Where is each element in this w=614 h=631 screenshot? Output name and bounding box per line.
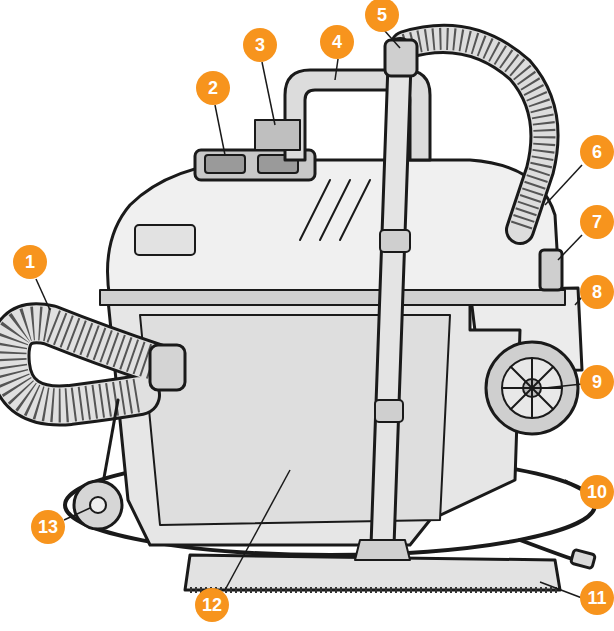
hose [10,323,161,405]
hose-inlet [150,345,185,390]
callout-number-text: 11 [587,589,606,607]
callout-number-text: 6 [592,143,602,161]
callout-number: 2 [196,71,230,105]
callout-number-text: 13 [38,518,58,536]
power-cord [520,540,575,560]
callout-number-text: 10 [587,483,607,501]
extension-wand [382,50,400,560]
leader-line [384,30,400,48]
label-plate [135,225,195,255]
callout-number: 5 [365,0,399,32]
cord-hook [540,250,562,290]
hose-cuff [385,40,417,76]
callout-number-text: 2 [208,79,218,97]
vent-slots [300,180,370,240]
callout-number: 7 [580,205,614,239]
tank [108,300,520,545]
hose-ribs [10,323,161,405]
drain-cap-center [90,497,106,513]
callout-number: 6 [580,135,614,169]
tank-front [140,315,450,525]
blower-port [255,120,300,150]
nozzle-neck [355,540,410,560]
leader-line [335,59,338,80]
leader-line [558,235,582,260]
head-rim [100,290,565,305]
leader-line [64,508,90,520]
callout-number-text: 9 [592,373,602,391]
nozzle-brush [190,587,560,593]
leader-lines [36,30,582,598]
callout-number: 8 [580,275,614,309]
wand-joint [375,400,403,422]
hose-ribs [405,39,545,230]
plug [571,549,596,568]
leader-line [225,470,290,590]
wheel-hub [502,358,562,418]
hose [405,39,545,230]
leader-line [545,165,582,205]
callout-number-text: 5 [377,6,387,24]
callout-number: 1 [13,245,47,279]
power-switch [205,155,245,173]
callout-number: 12 [195,588,229,622]
hose [405,39,545,230]
leader-line [215,105,225,155]
callout-number-text: 12 [202,596,222,614]
wheel [486,342,578,434]
callout-number: 4 [320,25,354,59]
callout-number-text: 7 [592,213,602,231]
hose [10,323,161,405]
leader-line [36,279,50,310]
callout-number: 9 [580,365,614,399]
motor-head [108,160,561,300]
callout-number-text: 8 [592,283,602,301]
leader-line [262,62,275,125]
callout-number: 11 [580,581,614,615]
leader-line [540,582,582,598]
callout-number: 3 [243,28,277,62]
callout-number-text: 4 [332,33,342,51]
leader-line [545,384,582,388]
callout-number-text: 1 [25,253,35,271]
callout-number: 10 [580,475,614,509]
callout-number-text: 3 [255,36,265,54]
wheel-spokes [502,358,562,418]
wand-joint [380,230,410,252]
drain-cap [74,481,122,529]
callout-number: 13 [31,510,65,544]
extension-wand [382,50,400,560]
